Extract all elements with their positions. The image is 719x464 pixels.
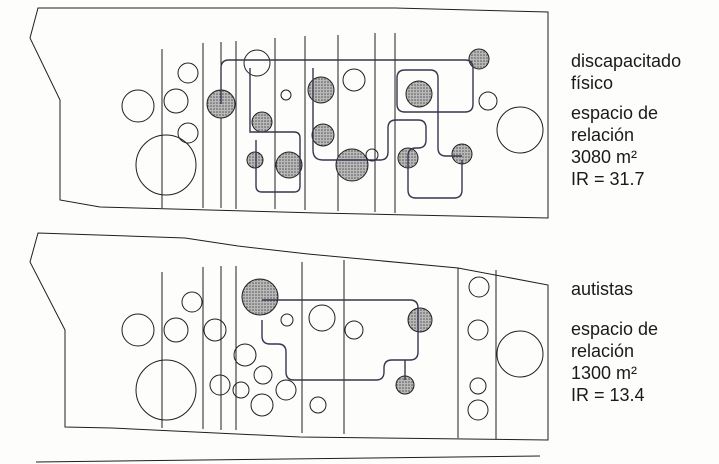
plan-outline <box>29 7 549 219</box>
caption-space-label: relación <box>571 125 635 145</box>
caption-title: discapacitado <box>571 51 682 71</box>
caption-space-label: espacio de <box>571 103 659 123</box>
caption-area: 3080 m² <box>571 147 638 167</box>
plan-outline <box>29 232 549 441</box>
plan-circles <box>121 276 544 421</box>
caption-title: autistas <box>571 279 634 299</box>
plan-hatched-circles <box>241 278 433 395</box>
caption-space-label: relación <box>571 341 635 361</box>
caption-title: físico <box>571 73 614 93</box>
plan-circulation-path <box>261 299 419 381</box>
caption-area: 1300 m² <box>571 363 638 383</box>
plan-circles <box>121 49 544 196</box>
caption-space-label: espacio de <box>571 319 659 339</box>
caption-ir: IR = 13.4 <box>571 385 645 405</box>
plan-circulation-path <box>220 59 474 199</box>
caption-autism: autistas espacio de relación 1300 m² IR … <box>571 278 658 406</box>
caption-physical: discapacitado físico espacio de relación… <box>571 50 681 190</box>
next-figure-edge <box>35 455 541 463</box>
caption-ir: IR = 31.7 <box>571 169 645 189</box>
plan-column-lines <box>161 260 497 439</box>
plan-autism <box>29 232 549 441</box>
plan-physical-disability <box>29 7 549 219</box>
